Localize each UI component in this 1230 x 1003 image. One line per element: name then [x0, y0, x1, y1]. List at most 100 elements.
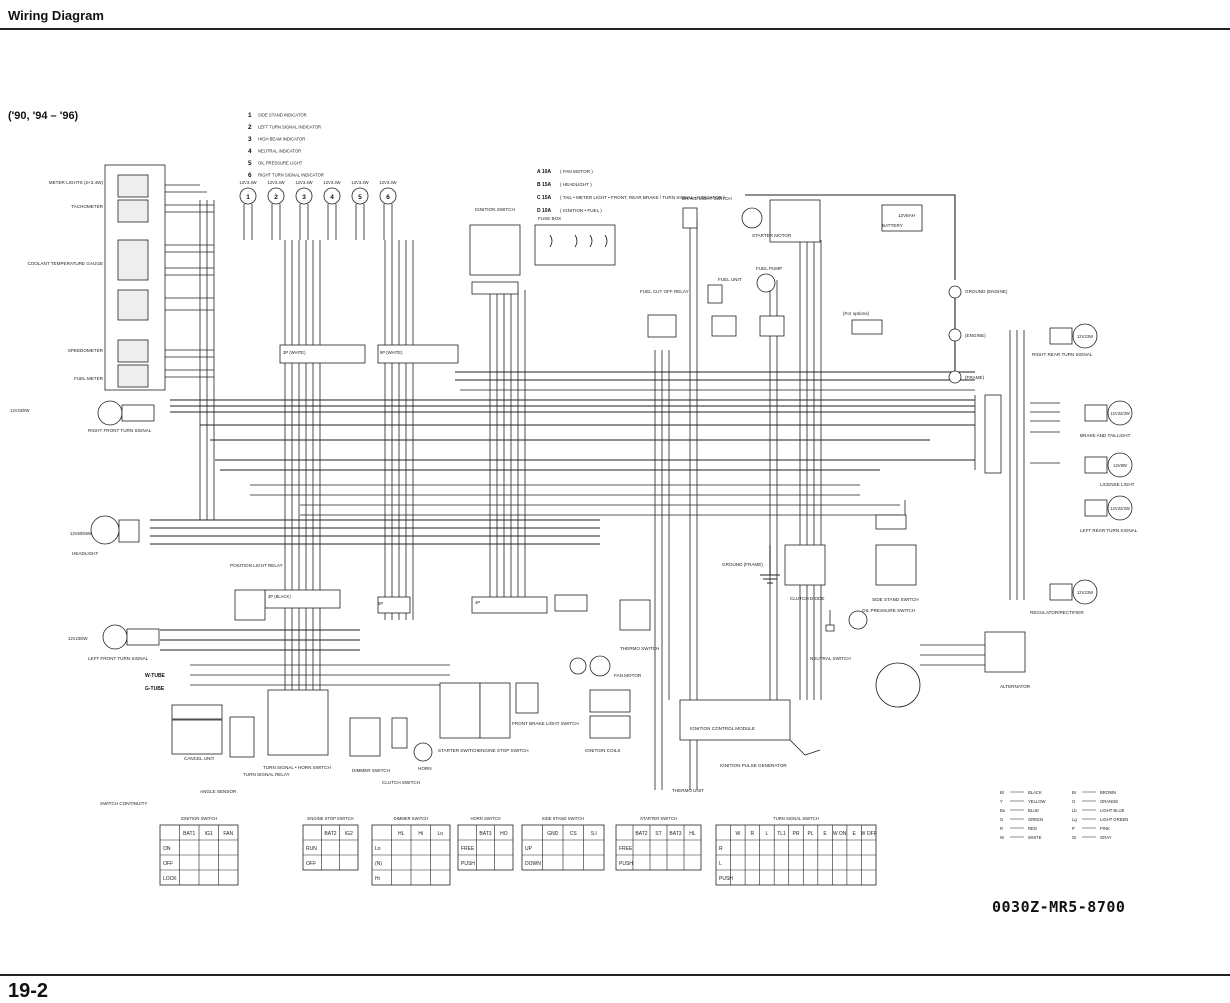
- connector-label: 3P (BLACK): [268, 594, 291, 599]
- indicator-label: NEUTRAL INDICATOR: [258, 149, 301, 154]
- table-row-label: UP: [525, 846, 533, 852]
- table-title: SIDE STAND SWITCH: [542, 816, 585, 821]
- rear-connector: [984, 394, 1002, 474]
- connector-label: 3P (WHITE): [283, 350, 306, 355]
- table-row-label: PUSH: [619, 861, 633, 867]
- label-g-tube: G-TUBE: [145, 686, 165, 692]
- page-header: Wiring Diagram: [8, 8, 104, 23]
- label-component: FUEL UNIT: [718, 277, 742, 282]
- label-component: (For options): [843, 311, 870, 316]
- charging-section: [875, 631, 1026, 708]
- legend-code: O: [1072, 799, 1076, 804]
- label-component: BRAKE AND TAILLIGHT: [1080, 433, 1131, 438]
- table-row-label: LOCK: [163, 876, 177, 882]
- legend-name: GREEN: [1028, 817, 1043, 822]
- legend-code: Br: [1072, 790, 1077, 795]
- label-component: STARTER SWITCH: [438, 748, 478, 753]
- table-column-header: L: [766, 831, 769, 837]
- indicator-label: OIL PRESSURE LIGHT: [258, 161, 303, 166]
- table-column-header: IG1: [205, 831, 213, 837]
- bulb-rating: 12V23/8W: [68, 636, 88, 641]
- label-component: ALTERNATOR: [1000, 684, 1031, 689]
- table-title: STARTER SWITCH: [640, 816, 677, 821]
- connector-label: 4P: [475, 600, 480, 605]
- indicator-number: 5: [248, 160, 252, 167]
- document-code: 0030Z-MR5-8700: [992, 898, 1126, 916]
- table-row-label: PUSH: [461, 861, 475, 867]
- label-tachometer: TACHOMETER: [71, 204, 103, 209]
- table-row-label: PUSH: [719, 876, 733, 882]
- legend-name: RED: [1028, 826, 1037, 831]
- label-component: CLUTCH SWITCH: [382, 780, 420, 785]
- rear-light-socket: [1084, 404, 1108, 422]
- label-coolant-gauge: COOLANT TEMPERATURE GAUGE: [27, 261, 103, 266]
- legend-code: Bu: [1000, 808, 1006, 813]
- label-component: LICENSE LIGHT: [1100, 482, 1135, 487]
- label-component: SIDE STAND SWITCH: [872, 597, 919, 602]
- table-column-header: E: [853, 831, 857, 837]
- legend-code: Bl: [1000, 790, 1004, 795]
- diagram-labels: METER LIGHTS (2×3.4W) TACHOMETER COOLANT T…: [10, 180, 1138, 794]
- table-column-header: PR: [793, 831, 800, 837]
- instrument-cluster: [104, 164, 214, 391]
- indicator-bulb: [239, 187, 257, 205]
- rear-light-socket: [1084, 499, 1108, 517]
- table-row-label: (N): [375, 861, 382, 867]
- indicator-number: 1: [248, 112, 252, 119]
- table-column-header: Hi: [418, 831, 423, 837]
- label-turn-signal-relay: TURN SIGNAL RELAY: [243, 772, 290, 777]
- bulb-rating: 12V23W: [1077, 590, 1093, 595]
- indicator-number: 3: [248, 136, 252, 143]
- legend-name: YELLOW: [1028, 799, 1046, 804]
- indicator-bulb-number: 4: [330, 194, 334, 201]
- label-component: LEFT REAR TURN SIGNAL: [1080, 528, 1138, 533]
- label-component: (FRAME): [965, 375, 985, 380]
- footer-rule: [0, 974, 1230, 976]
- label-right-front-turn: RIGHT FRONT TURN SIGNAL: [88, 428, 152, 433]
- fuse-description: ( IGNITION • FUEL ): [560, 208, 602, 213]
- indicator-number: 4: [248, 148, 252, 155]
- label-left-front-turn: LEFT FRONT TURN SIGNAL: [88, 656, 149, 661]
- rear-light-lamp: [1072, 323, 1098, 349]
- bulb-rating: 12V23/8W: [10, 408, 30, 413]
- table-column-header: BAT2: [324, 831, 336, 837]
- indicator-bulb: [351, 187, 369, 205]
- indicator-bulb: [323, 187, 341, 205]
- indicator-label: SIDE STAND INDICATOR: [258, 113, 307, 118]
- label-component: RIGHT REAR TURN SIGNAL: [1032, 352, 1093, 357]
- bulb-rating: 12V3.4W: [351, 180, 368, 185]
- label-component: IGNITION CONTROL MODULE: [690, 726, 755, 731]
- legend-name: WHITE: [1028, 835, 1042, 840]
- table-column-header: HL: [398, 831, 405, 837]
- table-column-header: W: [735, 831, 740, 837]
- legend-name: BLACK: [1028, 790, 1042, 795]
- indicator-wire: [383, 204, 393, 240]
- page-number: 19-2: [8, 980, 49, 1002]
- table-column-header: S.I: [591, 831, 597, 837]
- rear-light-socket: [1084, 456, 1108, 474]
- table-column-header: ST: [655, 831, 661, 837]
- continuity-table: [615, 824, 702, 871]
- label-meter-lights: METER LIGHTS (2×3.4W): [49, 180, 104, 185]
- table-row-label: FREE: [619, 846, 633, 852]
- table-row-label: Hi: [375, 876, 380, 882]
- label-component: POSITION LIGHT RELAY: [230, 563, 283, 568]
- indicator-bulb-number: 1: [246, 194, 250, 201]
- table-title: ENGINE STOP SWITCH: [307, 816, 353, 821]
- bulb-rating: 12V32/3W: [1110, 506, 1130, 511]
- fuel-section: [647, 273, 883, 338]
- power-section: [682, 194, 962, 384]
- main-harness: [150, 371, 975, 686]
- label-component: TURN SIGNAL • HORN SWITCH: [263, 765, 331, 770]
- table-column-header: R: [751, 831, 755, 837]
- mid-right-section: [760, 514, 917, 632]
- label-component: FUEL PUMP: [756, 266, 782, 271]
- label-component: NEUTRAL SWITCH: [810, 656, 851, 661]
- label-component: GROUND (ENGINE): [965, 289, 1008, 294]
- label-component: FRONT BRAKE LIGHT SWITCH: [512, 721, 579, 726]
- table-column-header: PL: [807, 831, 813, 837]
- bulb-rating: 12V3.4W: [295, 180, 312, 185]
- bulb-rating: 12V8W: [1113, 463, 1127, 468]
- label-component: IGNITION PULSE GENERATOR: [720, 763, 787, 768]
